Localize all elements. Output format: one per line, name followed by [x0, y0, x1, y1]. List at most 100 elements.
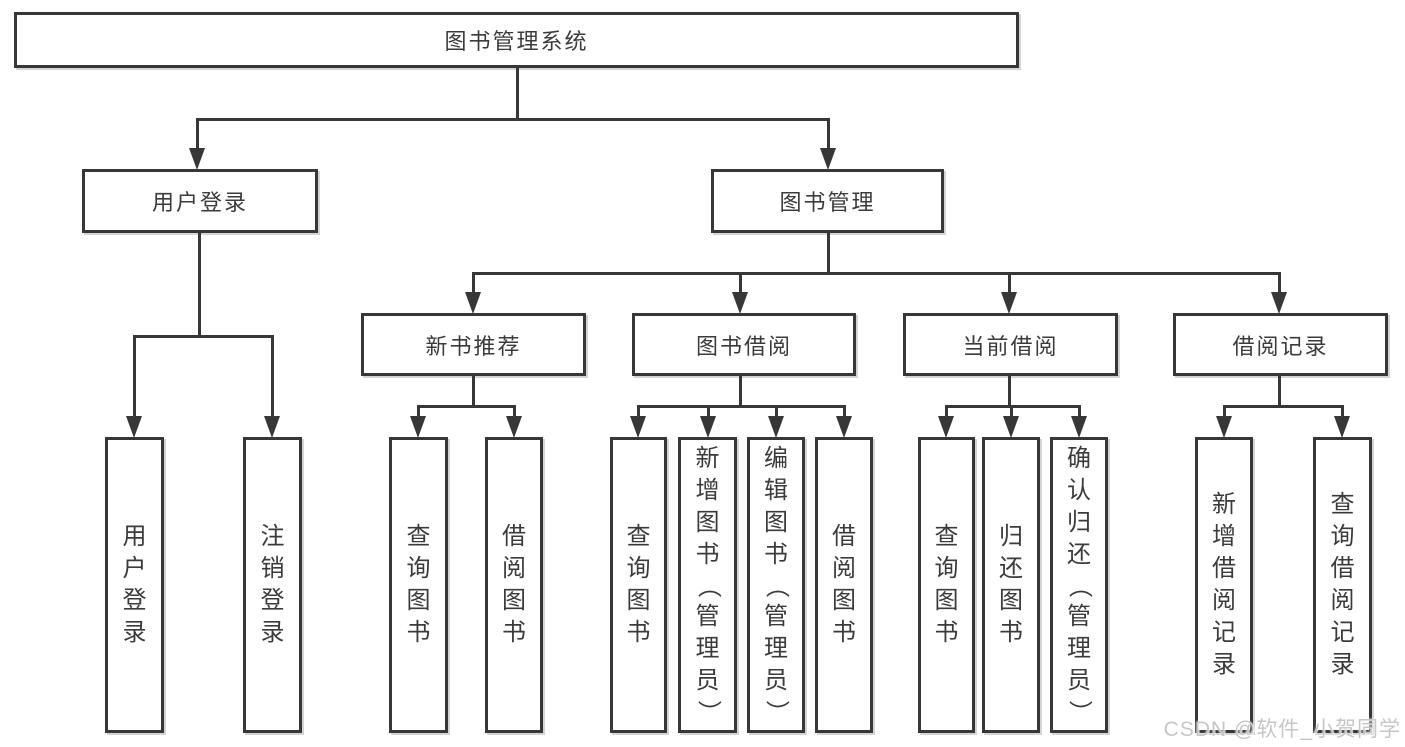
connector-line	[827, 118, 830, 153]
arrow-down-icon	[410, 416, 426, 438]
connector-line	[739, 272, 742, 297]
node-label-char: 增	[695, 477, 720, 504]
node-label: 确认归还（管理员）	[1053, 440, 1105, 730]
connector-line	[637, 405, 846, 408]
node-label-char: 管	[695, 603, 720, 630]
arrow-down-icon	[264, 416, 280, 438]
node-label-char: ）	[763, 700, 790, 724]
node-label-char: 员	[1067, 667, 1091, 694]
node-label-char: 注	[260, 523, 285, 550]
node-label-char: 书	[999, 619, 1023, 646]
node-label-char: 编	[764, 445, 788, 472]
arrow-down-icon	[820, 148, 836, 170]
node-label: 新增借阅记录	[1198, 440, 1250, 730]
connector-line	[1341, 405, 1344, 421]
node-label: 用户登录	[151, 190, 248, 215]
watermark: CSDN @软件_小贺同学	[1163, 718, 1401, 741]
node-label-char: 图	[406, 587, 431, 614]
connector-line	[196, 118, 199, 153]
arrow-down-icon	[126, 416, 142, 438]
node-label-char: 查	[1330, 491, 1355, 518]
node-label-char: 书	[764, 541, 788, 568]
arrow-down-icon	[506, 416, 522, 438]
leaf-logout: 注销登录	[243, 437, 302, 733]
node-label: 图书管理	[779, 190, 876, 215]
node-label-char: 图	[832, 587, 856, 614]
connector-line	[417, 405, 516, 408]
node-library-management-system: 图书管理系统	[14, 12, 1019, 68]
node-label-char: 书	[832, 619, 856, 646]
node-user-login-branch: 用户登录	[82, 169, 318, 233]
connector-line	[1008, 272, 1011, 297]
node-label: 借阅记录	[1232, 333, 1329, 359]
connector-line	[472, 376, 475, 408]
node-label-char: 员	[695, 667, 720, 694]
connector-line	[1223, 405, 1226, 421]
connector-line	[945, 405, 1081, 408]
leaf-confirm-return-admin: 确认归还（管理员）	[1050, 437, 1108, 733]
node-label: 图书管理系统	[444, 29, 589, 54]
node-label: 借阅图书	[488, 440, 540, 730]
node-label-char: 借	[502, 523, 526, 550]
connector-line	[472, 272, 1281, 275]
node-label-char: 还	[999, 555, 1023, 582]
node-label-char: 图	[695, 509, 720, 536]
node-label-char: 增	[1212, 523, 1236, 550]
connector-line	[827, 233, 830, 275]
leaf-query-books-3: 查询图书	[918, 437, 975, 733]
node-label-char: 归	[1067, 509, 1091, 536]
arrow-down-icon	[732, 292, 748, 314]
connector-line	[1223, 405, 1344, 408]
node-label-char: 新	[1212, 491, 1236, 518]
node-label: 注销登录	[246, 440, 299, 730]
node-book-management: 图书管理	[711, 169, 944, 233]
arrow-down-icon	[465, 292, 481, 314]
node-current-borrowing: 当前借阅	[903, 313, 1118, 376]
node-label-char: 还	[1067, 541, 1091, 568]
node-label-char: 图	[999, 587, 1023, 614]
node-label-char: （	[1066, 574, 1093, 598]
node-label-char: 阅	[1212, 587, 1236, 614]
arrow-down-icon	[1334, 416, 1350, 438]
node-label-char: 询	[1330, 523, 1355, 550]
arrow-down-icon	[1216, 416, 1232, 438]
leaf-query-books-2: 查询图书	[610, 437, 667, 733]
node-label-char: 询	[934, 555, 959, 582]
connector-line	[417, 405, 420, 421]
node-label-char: 录	[122, 619, 147, 646]
connector-line	[1010, 405, 1013, 421]
leaf-edit-books-admin: 编辑图书（管理员）	[747, 437, 805, 733]
node-label-char: 认	[1067, 477, 1091, 504]
connector-line	[739, 376, 742, 408]
node-label-char: 确	[1067, 445, 1091, 472]
node-new-book-recommendation: 新书推荐	[361, 313, 586, 376]
node-borrowing-records: 借阅记录	[1173, 313, 1388, 376]
node-label: 用户登录	[108, 440, 161, 730]
node-label-char: ）	[1066, 700, 1093, 724]
node-label: 编辑图书（管理员）	[750, 440, 802, 730]
node-label: 借阅图书	[818, 440, 870, 730]
node-label-char: 管	[764, 603, 788, 630]
node-label-char: 阅	[502, 555, 526, 582]
node-label-char: 询	[626, 555, 651, 582]
leaf-query-borrow-record: 查询借阅记录	[1313, 437, 1372, 733]
node-label-char: 书	[695, 541, 720, 568]
node-label-char: 理	[764, 635, 788, 662]
leaf-borrow-books-1: 借阅图书	[485, 437, 543, 733]
node-label-char: 归	[999, 523, 1023, 550]
node-label-char: 登	[260, 587, 285, 614]
connector-line	[196, 118, 830, 121]
node-label-char: 借	[1212, 555, 1236, 582]
node-book-borrowing: 图书借阅	[632, 313, 856, 376]
connector-line	[271, 335, 274, 421]
connector-line	[133, 335, 136, 421]
node-label-char: 图	[764, 509, 788, 536]
node-label-char: 查	[406, 523, 431, 550]
node-label-char: 员	[764, 667, 788, 694]
node-label-char: 书	[934, 619, 959, 646]
arrow-down-icon	[836, 416, 852, 438]
connector-line	[1008, 376, 1011, 408]
connector-line	[1278, 272, 1281, 297]
leaf-add-books-admin: 新增图书（管理员）	[678, 437, 737, 733]
node-label: 图书借阅	[695, 333, 792, 359]
